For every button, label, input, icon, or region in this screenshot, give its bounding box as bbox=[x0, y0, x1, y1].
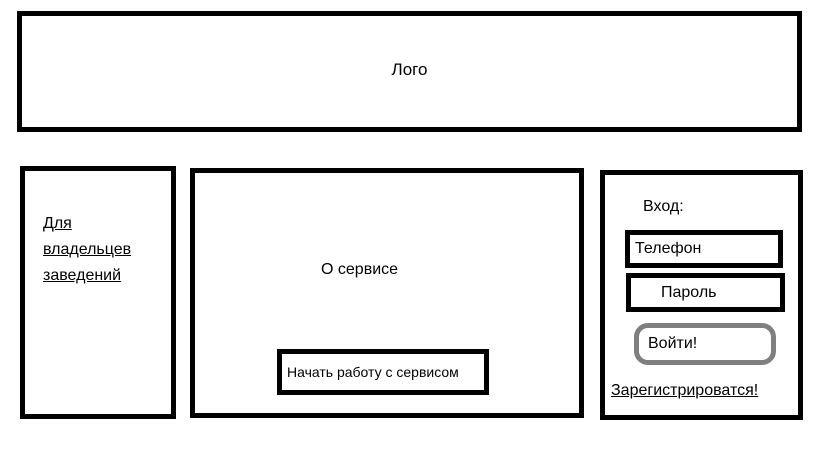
about-panel: О сервисе Начать работу с сервисом bbox=[190, 168, 584, 418]
login-title: Вход: bbox=[643, 198, 684, 215]
start-service-button[interactable]: Начать работу с сервисом bbox=[277, 349, 489, 395]
about-service-label: О сервисе bbox=[321, 261, 399, 278]
logo-placeholder: Лого bbox=[391, 60, 428, 79]
register-link[interactable]: Зарегистрироватся! bbox=[611, 382, 759, 399]
owners-sidebar: Для владельцев заведений bbox=[20, 166, 176, 419]
login-panel: Вход: Войти! Зарегистрироватся! bbox=[600, 170, 803, 420]
password-input[interactable] bbox=[626, 273, 785, 312]
login-button[interactable]: Войти! bbox=[634, 323, 776, 365]
header-panel: Лого bbox=[17, 11, 802, 132]
owners-link[interactable]: Для владельцев заведений bbox=[43, 215, 132, 284]
phone-input[interactable] bbox=[625, 230, 783, 268]
